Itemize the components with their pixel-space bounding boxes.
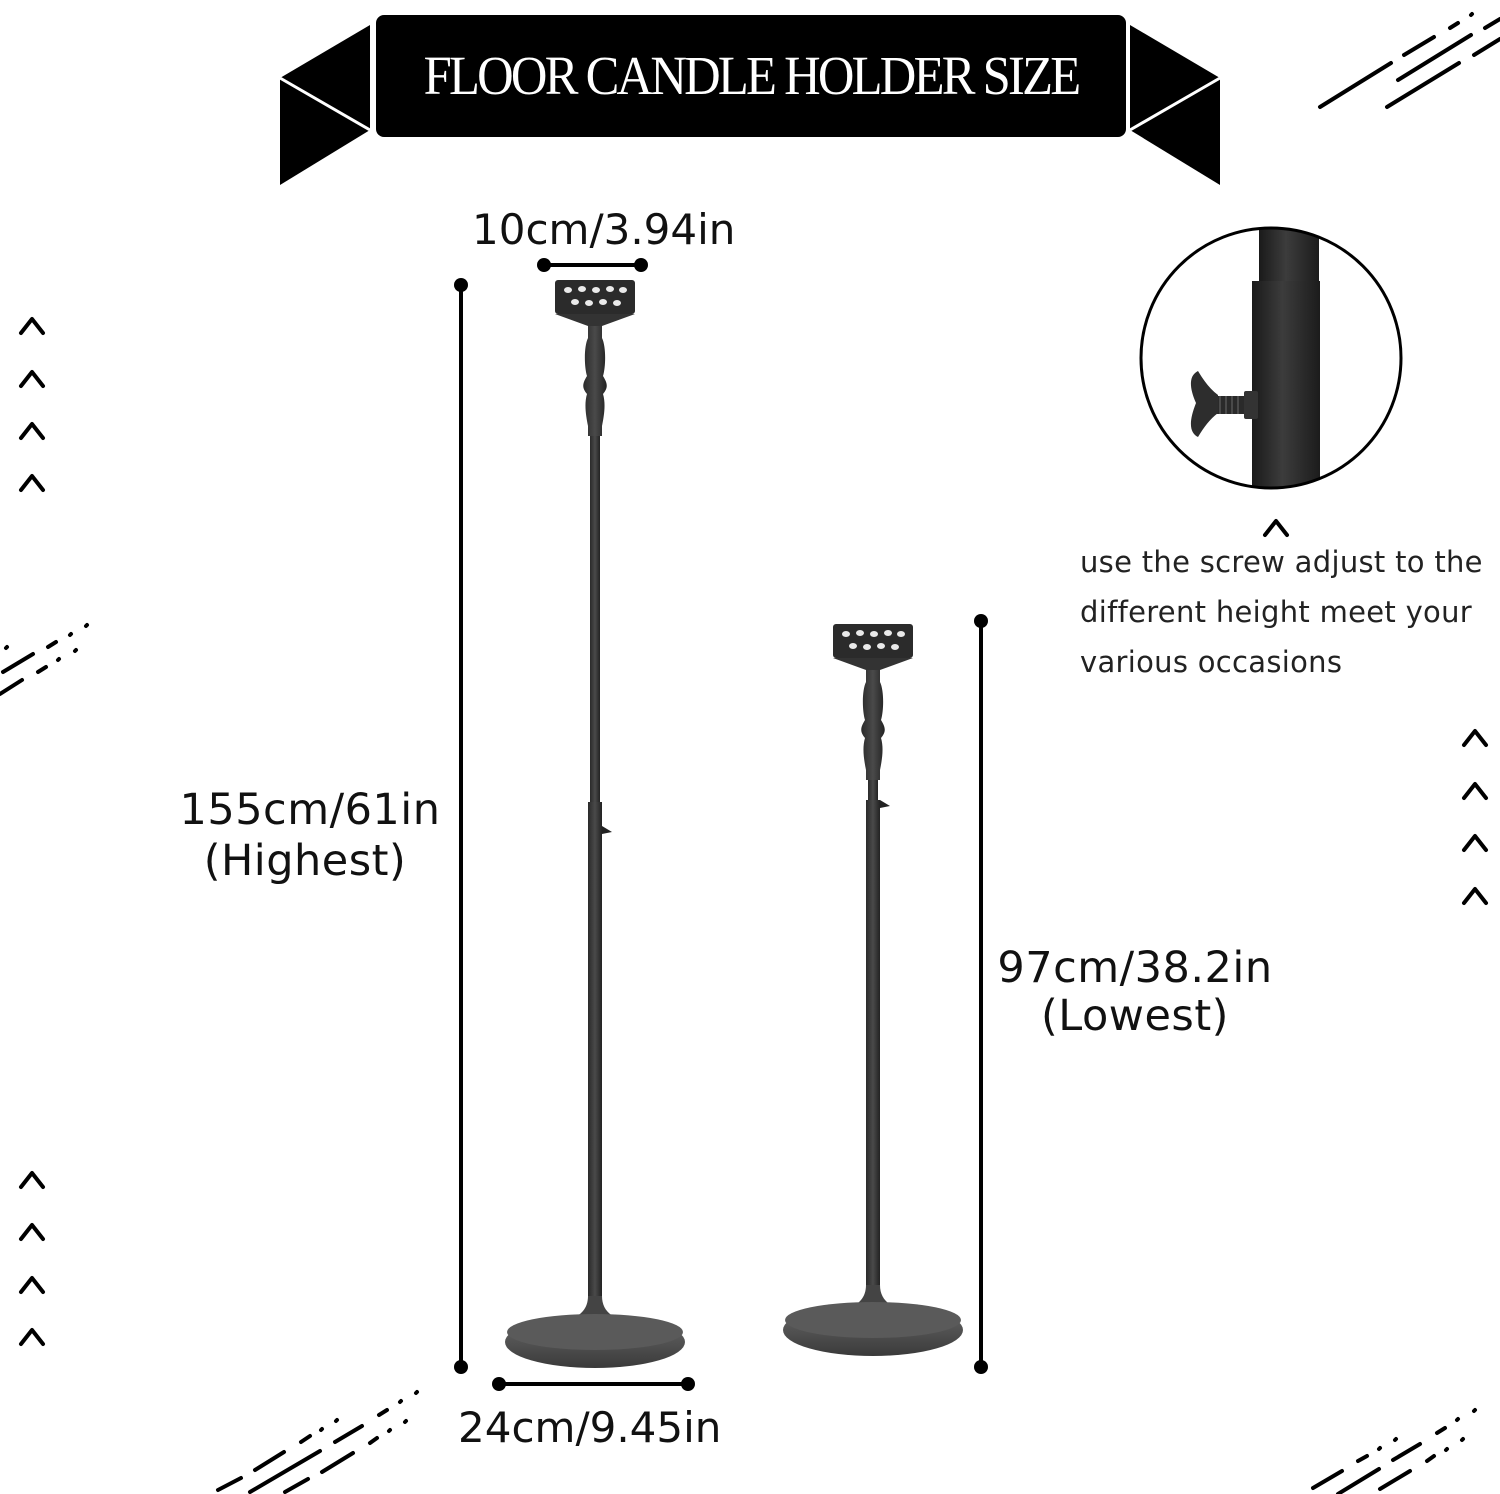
lowest-state-label: (Lowest) — [1041, 991, 1229, 1041]
highest-height-dimension-line — [454, 278, 468, 1374]
caret-up-icon — [1462, 834, 1488, 852]
base-width-label: 24cm/9.45in — [458, 1403, 722, 1452]
caret-up-icon — [19, 317, 45, 335]
base-width-dimension-line — [492, 1377, 695, 1391]
caret-up-icon — [19, 474, 45, 492]
caret-up-icon — [19, 1276, 45, 1294]
caret-up-icon — [19, 1171, 45, 1189]
speed-lines-top-right-icon — [1318, 12, 1500, 109]
highest-state-label: (Highest) — [203, 836, 407, 886]
screw-note-line-1: use the screw adjust to the — [1080, 545, 1483, 579]
screw-note-line-2: different height meet your — [1080, 595, 1473, 629]
speed-lines-bottom-right-icon — [1311, 1408, 1477, 1494]
caret-up-icon — [19, 422, 45, 440]
top-width-dimension-line — [537, 258, 648, 272]
wing-screw-detail-inset — [1139, 226, 1403, 490]
lowest-height-label: 97cm/38.2in — [997, 943, 1273, 993]
caret-up-icon — [19, 370, 45, 388]
caret-up-icon — [1462, 729, 1488, 747]
caret-up-icon — [19, 1223, 45, 1241]
tall-candle-holder-image — [505, 280, 685, 1368]
short-candle-holder-image — [783, 624, 963, 1356]
banner-ribbon — [279, 15, 1221, 185]
speed-lines-bottom-left-icon — [216, 1390, 419, 1494]
lowest-height-dimension-line — [974, 614, 988, 1374]
caret-up-icon — [1263, 519, 1289, 537]
highest-height-label: 155cm/61in — [179, 785, 441, 835]
banner-title: FLOOR CANDLE HOLDER SIZE — [423, 44, 1082, 106]
speed-lines-left-icon — [0, 623, 89, 696]
caret-up-icon — [1462, 887, 1488, 905]
screw-note-line-3: various occasions — [1080, 645, 1343, 679]
top-width-label: 10cm/3.94in — [472, 205, 736, 254]
caret-up-icon — [19, 1328, 45, 1346]
caret-up-icon — [1462, 782, 1488, 800]
